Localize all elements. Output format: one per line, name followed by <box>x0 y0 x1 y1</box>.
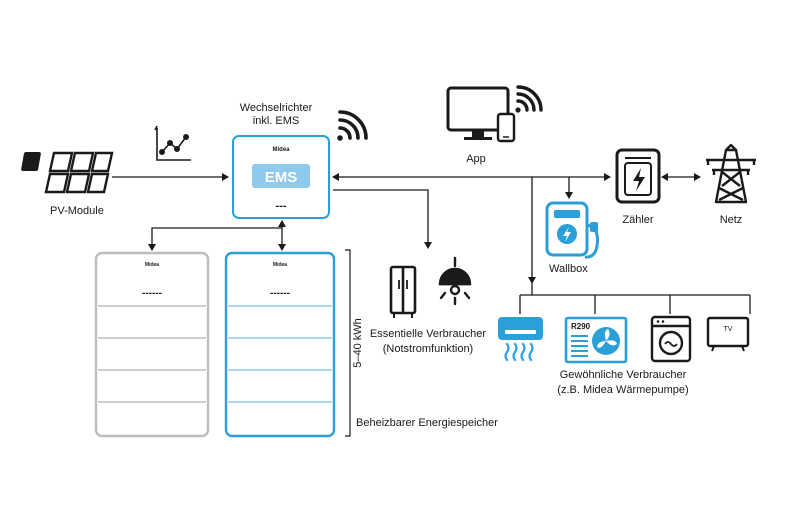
wifi-icon <box>515 85 543 113</box>
inverter-to-battery-left-arrow <box>148 227 282 251</box>
meter-label: Zähler <box>622 214 654 226</box>
ems-label: EMS <box>265 169 298 186</box>
heat-pump-tag: R290 <box>571 322 591 331</box>
storage-label: Beheizbarer Energiespeicher <box>356 417 498 429</box>
inverter-title-line2: inkl. EMS <box>253 115 299 127</box>
meter-icon <box>615 148 661 204</box>
washing-machine-icon <box>650 315 692 363</box>
pylon-icon <box>706 143 756 204</box>
inverter-title-line1: Wechselrichter <box>240 102 313 114</box>
battery-right-brand: Midea <box>273 262 287 268</box>
capacity-label: 5–40 kWh <box>352 318 364 368</box>
ac-unit-icon <box>498 317 543 362</box>
battery-stack-right: Midea ------ <box>224 251 336 438</box>
fridge-icon <box>389 265 417 318</box>
heat-pump-icon: R290 <box>564 316 628 364</box>
essential-label-line2: (Notstromfunktion) <box>383 343 473 355</box>
inverter-to-essential-arrow <box>333 189 432 249</box>
app-label: App <box>466 153 486 165</box>
regular-label-line1: Gewöhnliche Verbraucher <box>560 369 687 381</box>
wallbox-icon <box>545 201 599 259</box>
tv-tag: TV <box>724 326 733 333</box>
regular-label-line2: (z.B. Midea Wärmepumpe) <box>557 384 688 396</box>
pv-label: PV-Module <box>50 205 104 217</box>
tv-icon: TV <box>706 316 750 352</box>
grid-label: Netz <box>720 214 743 226</box>
battery-left-dots: ------ <box>142 288 162 299</box>
inverter-brand: Midea <box>272 147 290 153</box>
solar-panel-icon <box>21 151 114 194</box>
connections <box>112 173 751 314</box>
lamp-icon <box>438 256 472 306</box>
wifi-icon <box>337 110 368 141</box>
chart-trend-icon <box>154 125 191 161</box>
capacity-bracket <box>345 249 351 437</box>
battery-stack-left: Midea ------ <box>94 251 210 438</box>
battery-left-brand: Midea <box>145 262 159 268</box>
battery-right-dots: ------ <box>270 288 290 299</box>
monitor-icon <box>446 86 510 140</box>
essential-label-line1: Essentielle Verbraucher <box>370 328 487 340</box>
ems-display <box>252 164 310 188</box>
phone-icon <box>496 112 516 143</box>
wallbox-label: Wallbox <box>549 263 588 275</box>
inverter-dots: --- <box>276 200 287 212</box>
inverter-unit: Midea EMS --- <box>232 135 330 219</box>
